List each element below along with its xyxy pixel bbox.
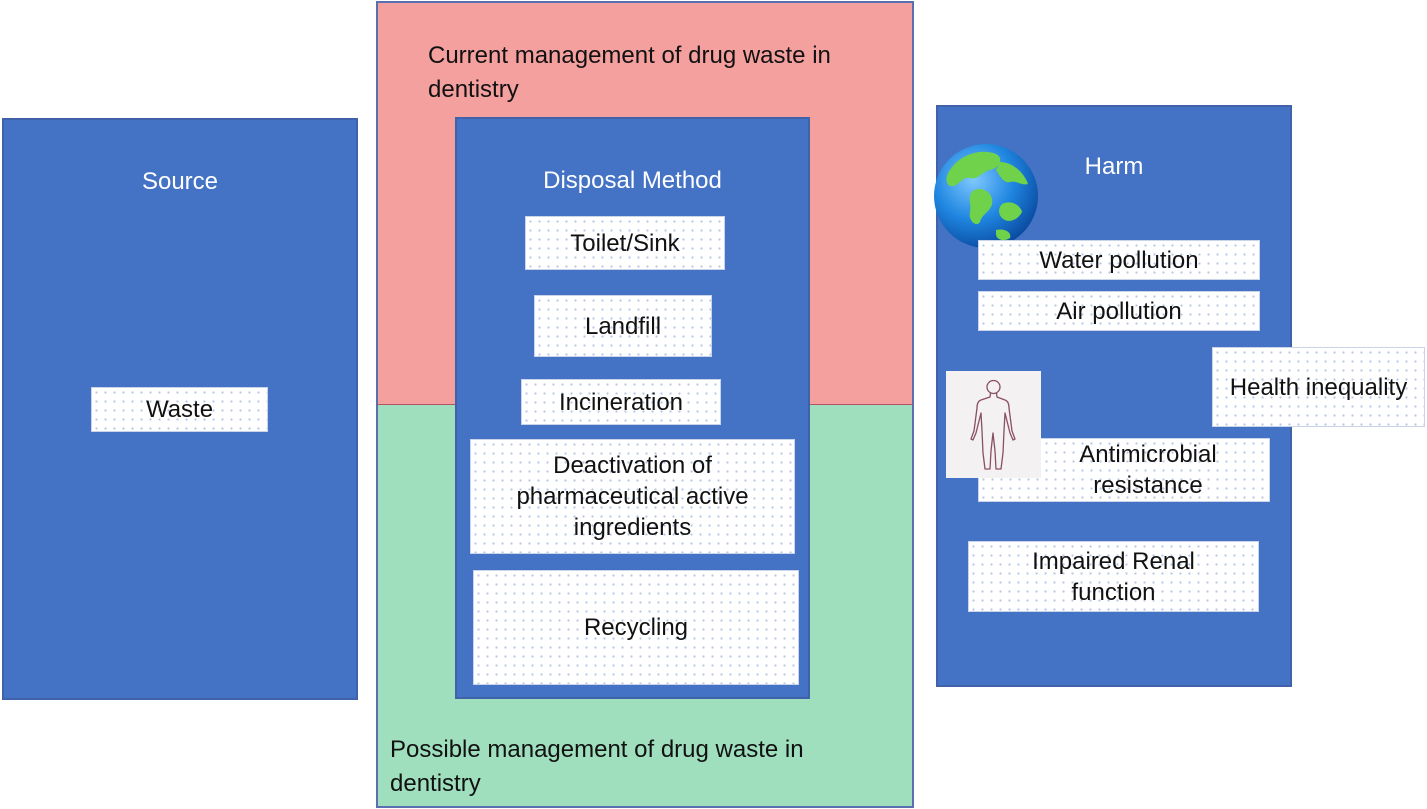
human-body-icon [970,379,1016,470]
waste-box: Waste [91,387,268,432]
harm-item-impaired-renal-function: Impaired Renal function [968,541,1259,612]
harm-item-health-inequality: Health inequality [1212,347,1425,427]
possible-management-label: Possible management of drug waste in den… [390,736,804,797]
disposal-item-landfill: Landfill [534,295,712,357]
human-body-icon-box [946,371,1041,478]
harm-item-air-pollution: Air pollution [978,291,1260,331]
source-title: Source [141,168,219,195]
disposal-item-incineration: Incineration [521,379,721,425]
globe-icon [934,144,1038,248]
disposal-method-title: Disposal Method [543,167,722,194]
harm-item-water-pollution: Water pollution [978,240,1260,280]
disposal-item-recycling: Recycling [473,570,799,685]
disposal-item-toilet-sink: Toilet/Sink [525,216,725,270]
disposal-item-deactivation: Deactivation of pharmaceutical active in… [470,439,795,554]
current-management-label: Current management of drug waste in dent… [428,42,831,103]
harm-title: Harm [1084,153,1144,180]
